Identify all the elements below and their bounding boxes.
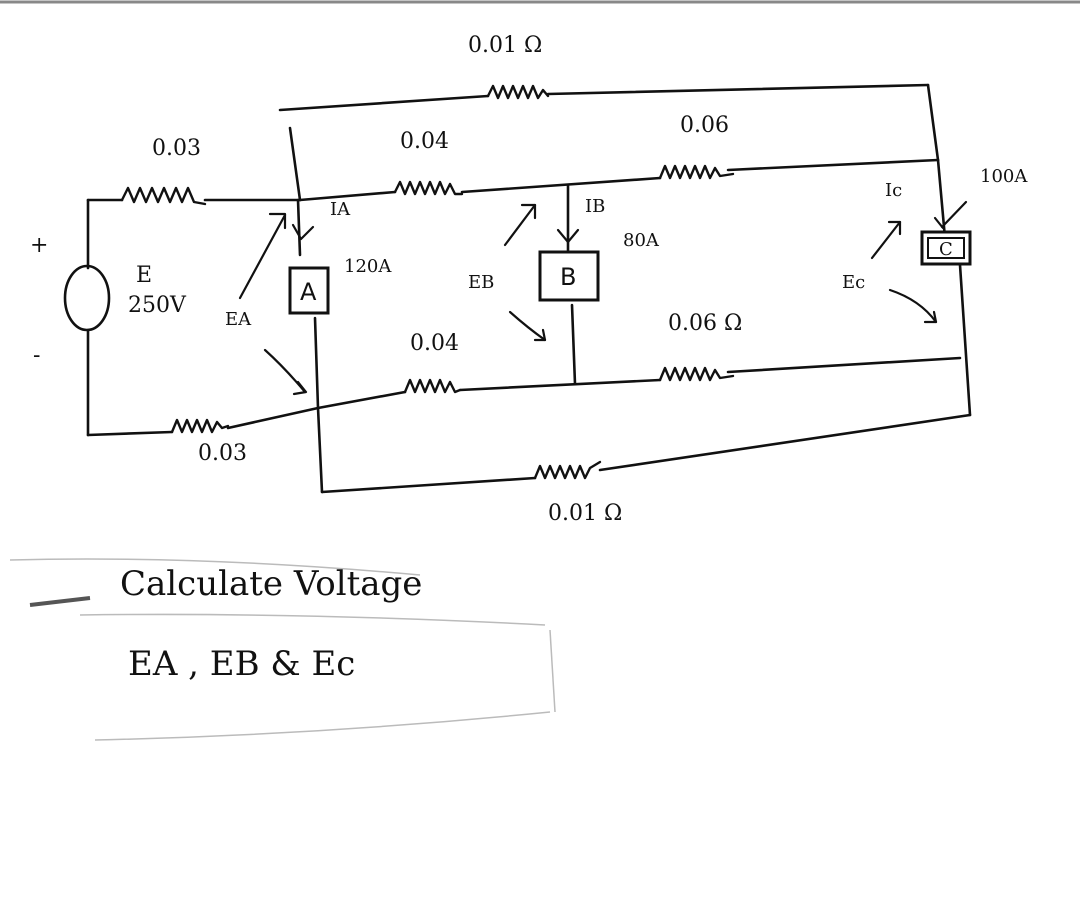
top-bus (278, 83, 947, 240)
current-arrow-a (291, 223, 315, 241)
source-name-label: E (136, 263, 152, 288)
label-top-ab: 0.04 (400, 129, 449, 154)
resistor-feed-bottom (170, 418, 230, 434)
voltage-label-b: EB (468, 272, 494, 293)
label-bottom-bc: 0.06 Ω (668, 311, 742, 336)
current-arrow-c (933, 200, 968, 230)
current-value-a: 120A (344, 256, 392, 277)
bottom-bus (316, 263, 972, 494)
question-line-1: Calculate Voltage (120, 564, 422, 604)
resistor-bottom-outer (533, 460, 602, 480)
resistor-top-bc (658, 164, 735, 180)
label-top-bc: 0.06 (680, 113, 729, 138)
current-label-c: Ic (885, 180, 902, 201)
load-box-a (288, 266, 330, 315)
voltage-arrow-a (238, 212, 308, 396)
source-voltage-label: 250V (128, 293, 187, 318)
label-feed-top: 0.03 (152, 136, 201, 161)
current-label-a: IA (330, 199, 351, 220)
voltage-arrow-b (503, 203, 547, 342)
current-arrow-b (556, 228, 580, 244)
resistor-top-outer (486, 84, 550, 100)
resistor-feed-top (120, 186, 207, 206)
current-value-c: 100A (980, 166, 1028, 187)
load-branch-wires (296, 184, 577, 410)
load-box-c-inner (927, 237, 965, 259)
voltage-label-c: Ec (842, 272, 865, 293)
voltage-label-a: EA (225, 309, 252, 330)
resistor-bottom-ab (403, 378, 462, 394)
load-box-b (538, 250, 600, 302)
label-bottom-outer: 0.01 Ω (548, 501, 622, 526)
label-bottom-ab: 0.04 (410, 331, 459, 356)
source-minus-sign: - (33, 343, 40, 368)
load-c-letter: C (939, 239, 953, 260)
resistor-top-ab (393, 180, 464, 196)
supply-wires (86, 198, 320, 437)
voltage-arrow-c (870, 220, 938, 324)
current-value-b: 80A (623, 230, 660, 251)
load-a-letter: A (300, 278, 317, 306)
resistor-bottom-bc (658, 366, 735, 382)
current-label-b: IB (585, 196, 605, 217)
voltage-source (63, 264, 111, 332)
source-plus-sign: + (30, 233, 48, 258)
label-top-outer: 0.01 Ω (468, 33, 542, 58)
label-feed-bottom: 0.03 (198, 441, 247, 466)
load-b-letter: B (560, 263, 576, 291)
question-line-2: EA , EB & Ec (128, 644, 355, 684)
